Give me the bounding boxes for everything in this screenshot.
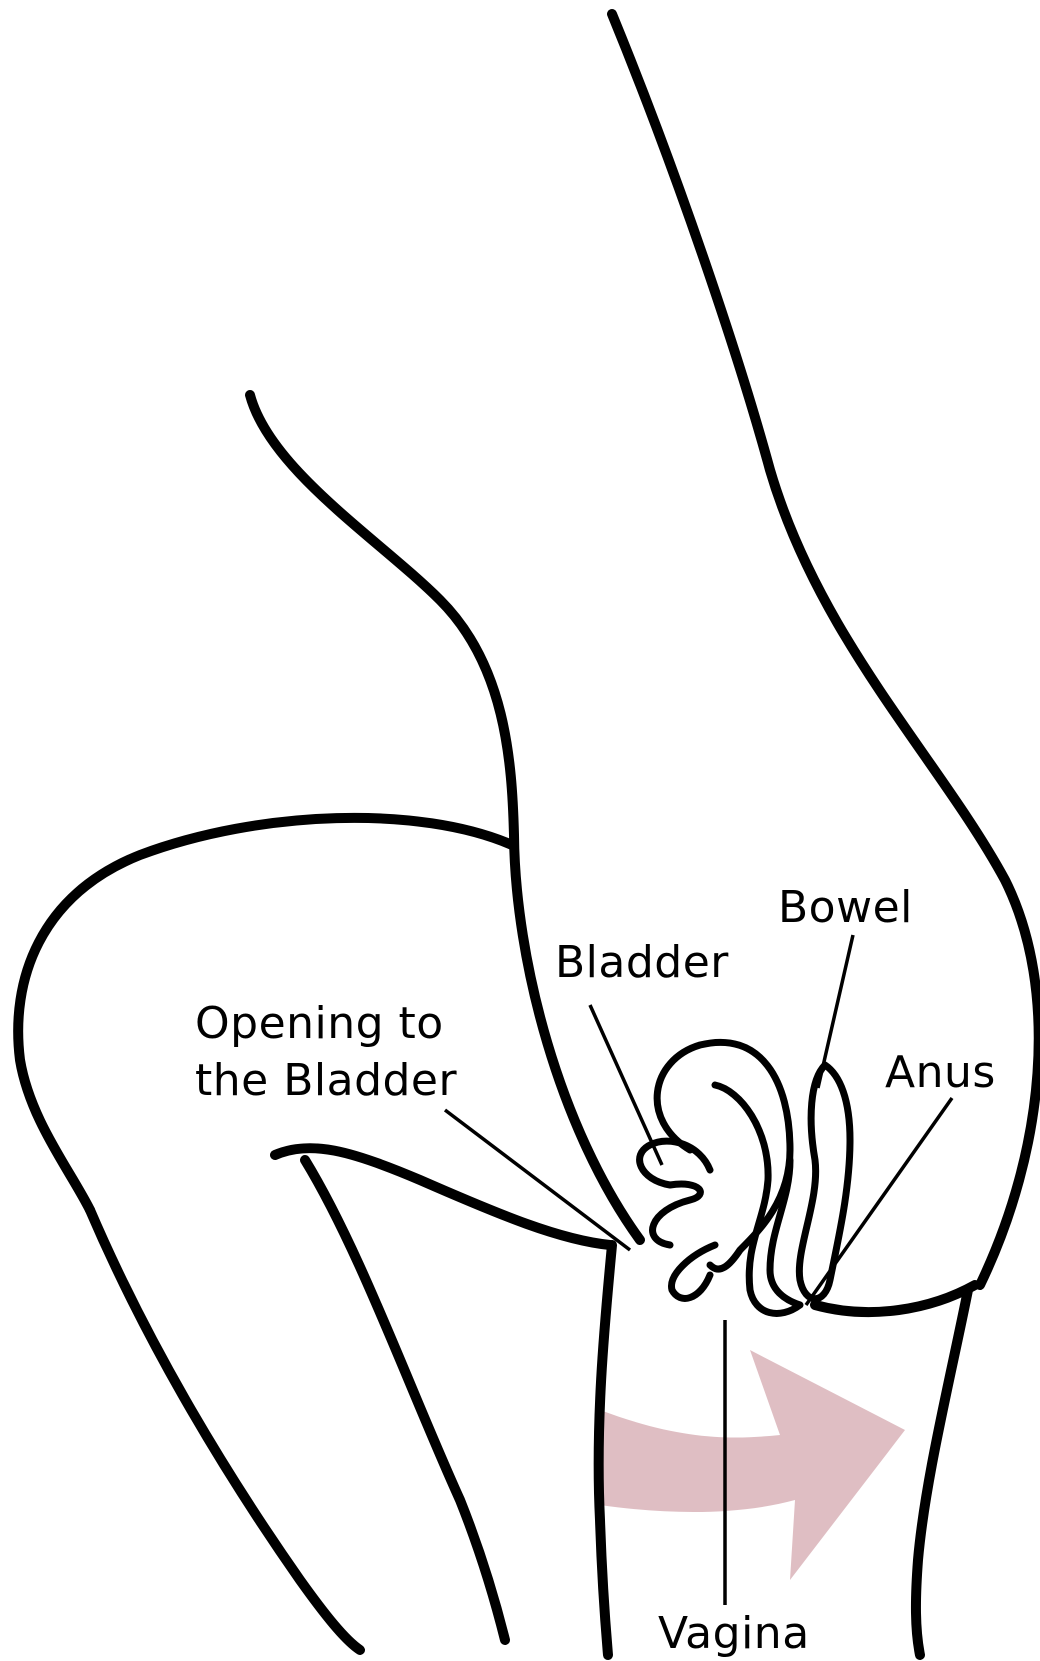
opening-label-line2: the Bladder xyxy=(195,1055,457,1106)
direction-arrow xyxy=(600,1350,905,1580)
front-thigh-outline xyxy=(90,1210,360,1650)
anus-label: Anus xyxy=(885,1047,996,1098)
bowel-leader-line xyxy=(818,935,853,1088)
vagina-label: Vagina xyxy=(658,1608,810,1659)
buttock-outline xyxy=(815,1285,975,1312)
bladder-label: Bladder xyxy=(555,937,729,988)
right-leg-outline xyxy=(916,1290,968,1655)
bladder-leader-line xyxy=(590,1005,662,1165)
bowel-label: Bowel xyxy=(778,882,913,933)
opening-label-line1: Opening to xyxy=(195,998,444,1049)
bowel-shape xyxy=(799,1065,850,1299)
bladder-shape xyxy=(640,1141,710,1245)
anus-leader-line xyxy=(806,1098,952,1305)
inner-canal-shape xyxy=(672,1245,715,1298)
inner-leg-outline xyxy=(305,1160,505,1640)
